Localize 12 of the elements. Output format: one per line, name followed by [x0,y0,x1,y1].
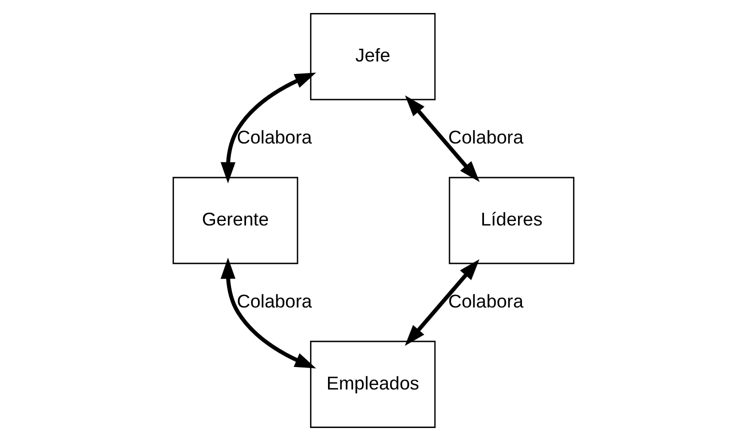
node-box: Jefe [310,13,436,100]
arrow [220,72,316,184]
arrow [220,258,316,368]
arrow [405,95,480,182]
node-box: Líderes [448,176,574,264]
node-box: Gerente [172,176,298,264]
arrow [404,259,480,346]
edge-label: Colabora [448,290,524,312]
edge-label: Colabora [448,126,524,148]
edge-label: Colabora [236,290,312,312]
edge-label: Colabora [236,126,312,148]
node-box: Empleados [310,340,436,428]
